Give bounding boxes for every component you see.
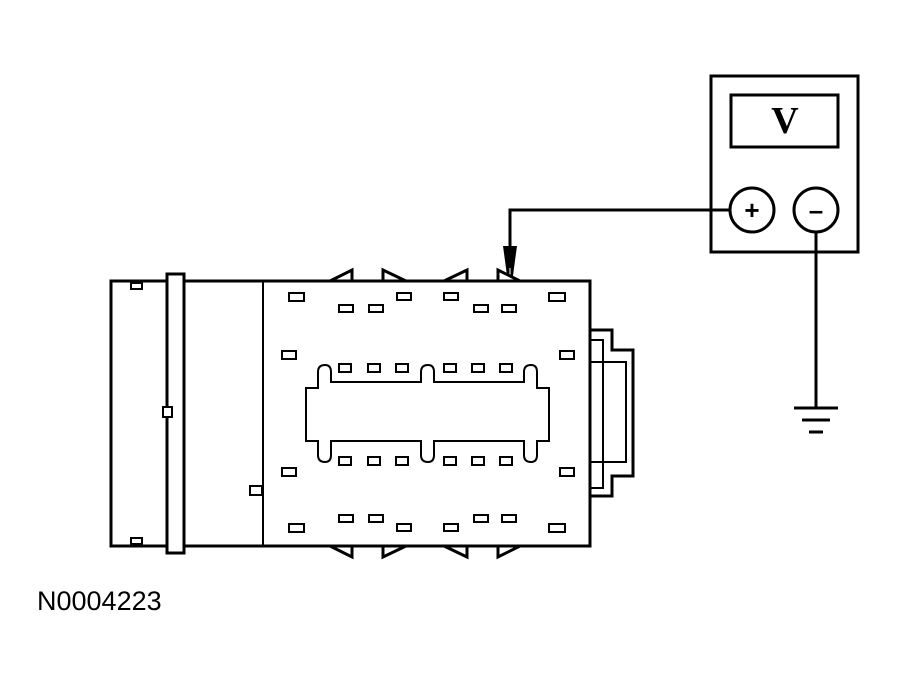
electrical-connector [109, 267, 635, 560]
connector-tab [443, 544, 469, 560]
connector-latch [588, 328, 635, 498]
connector-tab [329, 267, 354, 283]
negative-terminal-label: – [809, 195, 823, 225]
voltmeter [709, 74, 860, 254]
connector-tab [443, 267, 469, 283]
ground-symbol [794, 406, 838, 434]
connector-tab [381, 544, 407, 560]
figure-reference-id: N0004223 [37, 586, 162, 616]
voltmeter-display [729, 93, 840, 149]
connector-tab [329, 544, 354, 560]
connector-tab [496, 544, 521, 560]
connector-key-cavity [305, 363, 550, 464]
terminal-cavities [130, 282, 575, 545]
voltmeter-display-symbol: V [771, 100, 799, 142]
positive-test-lead [508, 208, 730, 246]
positive-terminal-label: + [744, 195, 759, 225]
connector-tab [381, 267, 407, 283]
